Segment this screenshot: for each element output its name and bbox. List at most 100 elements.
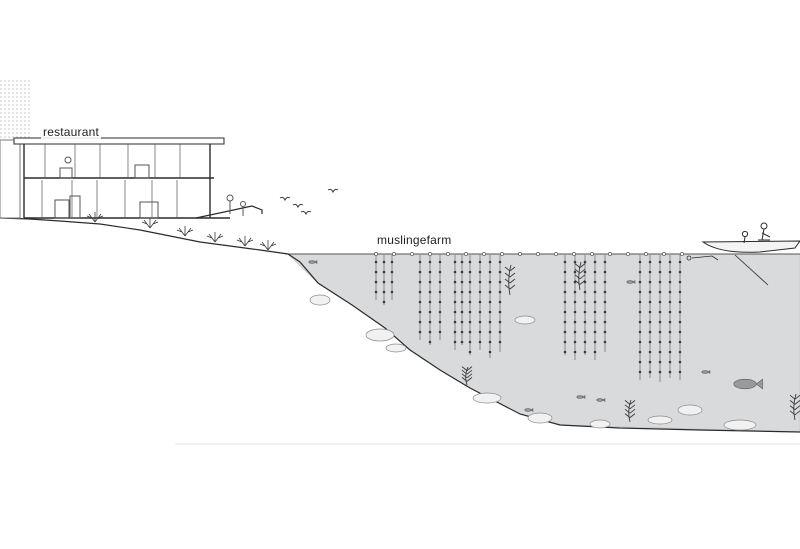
mussel-cluster xyxy=(563,330,567,334)
mussel-cluster xyxy=(678,280,682,284)
mussel-cluster xyxy=(638,340,642,344)
mussel-cluster xyxy=(468,320,472,324)
shrub xyxy=(236,236,254,247)
mussel-cluster xyxy=(658,360,662,364)
mussel-cluster xyxy=(668,300,672,304)
mussel-cluster xyxy=(418,290,422,294)
mussel-cluster xyxy=(498,280,502,284)
mussel-cluster xyxy=(488,270,492,274)
mussel-cluster xyxy=(468,340,472,344)
mussel-cluster xyxy=(648,350,652,354)
mussel-cluster xyxy=(678,260,682,264)
mussel-cluster xyxy=(648,320,652,324)
mussel-cluster xyxy=(678,270,682,274)
buoy xyxy=(680,252,684,256)
mussel-cluster xyxy=(382,260,386,264)
mussel-cluster xyxy=(390,280,394,284)
rock xyxy=(527,412,553,424)
mussel-cluster xyxy=(668,350,672,354)
buoy xyxy=(428,252,432,256)
buoy xyxy=(644,252,648,256)
fish-small xyxy=(524,408,534,412)
mussel-cluster xyxy=(593,330,597,334)
buoy xyxy=(410,252,414,256)
mussel-cluster xyxy=(374,270,378,274)
mussel-cluster xyxy=(488,340,492,344)
mussel-cluster xyxy=(438,330,442,334)
mussel-cluster xyxy=(648,280,652,284)
mussel-cluster xyxy=(453,260,457,264)
mussel-cluster xyxy=(658,270,662,274)
mussel-cluster xyxy=(453,340,457,344)
mussel-cluster xyxy=(583,320,587,324)
mussel-cluster xyxy=(583,310,587,314)
mussel-cluster xyxy=(478,340,482,344)
mussel-cluster xyxy=(460,260,464,264)
buoy xyxy=(482,252,486,256)
mussel-cluster xyxy=(563,320,567,324)
mussel-cluster xyxy=(374,280,378,284)
mussel-cluster xyxy=(374,260,378,264)
mussel-cluster xyxy=(668,340,672,344)
mussel-cluster xyxy=(468,350,472,354)
mussel-cluster xyxy=(438,290,442,294)
mussel-cluster xyxy=(478,270,482,274)
mussel-cluster xyxy=(648,310,652,314)
fish-small xyxy=(576,395,586,399)
mussel-cluster xyxy=(478,290,482,294)
seaweed-plant xyxy=(624,399,636,423)
mussel-cluster xyxy=(658,260,662,264)
mussel-cluster xyxy=(438,300,442,304)
fish-small xyxy=(596,398,606,402)
mussel-cluster xyxy=(563,270,567,274)
mussel-cluster xyxy=(638,300,642,304)
mussel-cluster xyxy=(460,340,464,344)
bird xyxy=(292,203,304,209)
mussel-cluster xyxy=(468,330,472,334)
restaurant-label: restaurant xyxy=(41,125,102,139)
mussel-cluster xyxy=(488,310,492,314)
mussel-cluster xyxy=(418,320,422,324)
fish xyxy=(308,260,763,412)
mussel-cluster xyxy=(453,270,457,274)
mussel-cluster xyxy=(648,270,652,274)
mussel-cluster xyxy=(478,320,482,324)
mussel-cluster xyxy=(583,330,587,334)
mussel-cluster xyxy=(478,260,482,264)
mussel-cluster xyxy=(648,340,652,344)
mussel-cluster xyxy=(563,260,567,264)
rock xyxy=(514,315,536,325)
mussel-cluster xyxy=(478,300,482,304)
mussel-cluster xyxy=(438,280,442,284)
seaweed-plant xyxy=(504,264,516,296)
swimmer xyxy=(686,255,719,261)
mussel-cluster xyxy=(593,300,597,304)
mussel-cluster xyxy=(374,290,378,294)
buoy xyxy=(536,252,540,256)
mussel-cluster xyxy=(428,330,432,334)
seaweed-plant xyxy=(789,393,800,421)
bird xyxy=(279,196,291,202)
mussel-cluster xyxy=(488,350,492,354)
mussel-cluster xyxy=(488,330,492,334)
mussel-cluster xyxy=(573,310,577,314)
mussel-cluster xyxy=(603,330,607,334)
mussel-cluster xyxy=(382,290,386,294)
seaweed-plant xyxy=(461,366,473,386)
mussel-cluster xyxy=(453,310,457,314)
fish-small xyxy=(308,260,318,264)
mussel-cluster xyxy=(488,290,492,294)
mussel-cluster xyxy=(428,290,432,294)
mussel-cluster xyxy=(658,280,662,284)
fish-small xyxy=(701,370,711,374)
mussel-cluster xyxy=(573,350,577,354)
mussel-cluster xyxy=(593,270,597,274)
mussel-cluster xyxy=(418,270,422,274)
buoy xyxy=(374,252,378,256)
mussel-cluster xyxy=(593,350,597,354)
mussel-cluster xyxy=(453,320,457,324)
mussel-cluster xyxy=(563,340,567,344)
mussel-cluster xyxy=(573,300,577,304)
mussel-cluster xyxy=(460,290,464,294)
